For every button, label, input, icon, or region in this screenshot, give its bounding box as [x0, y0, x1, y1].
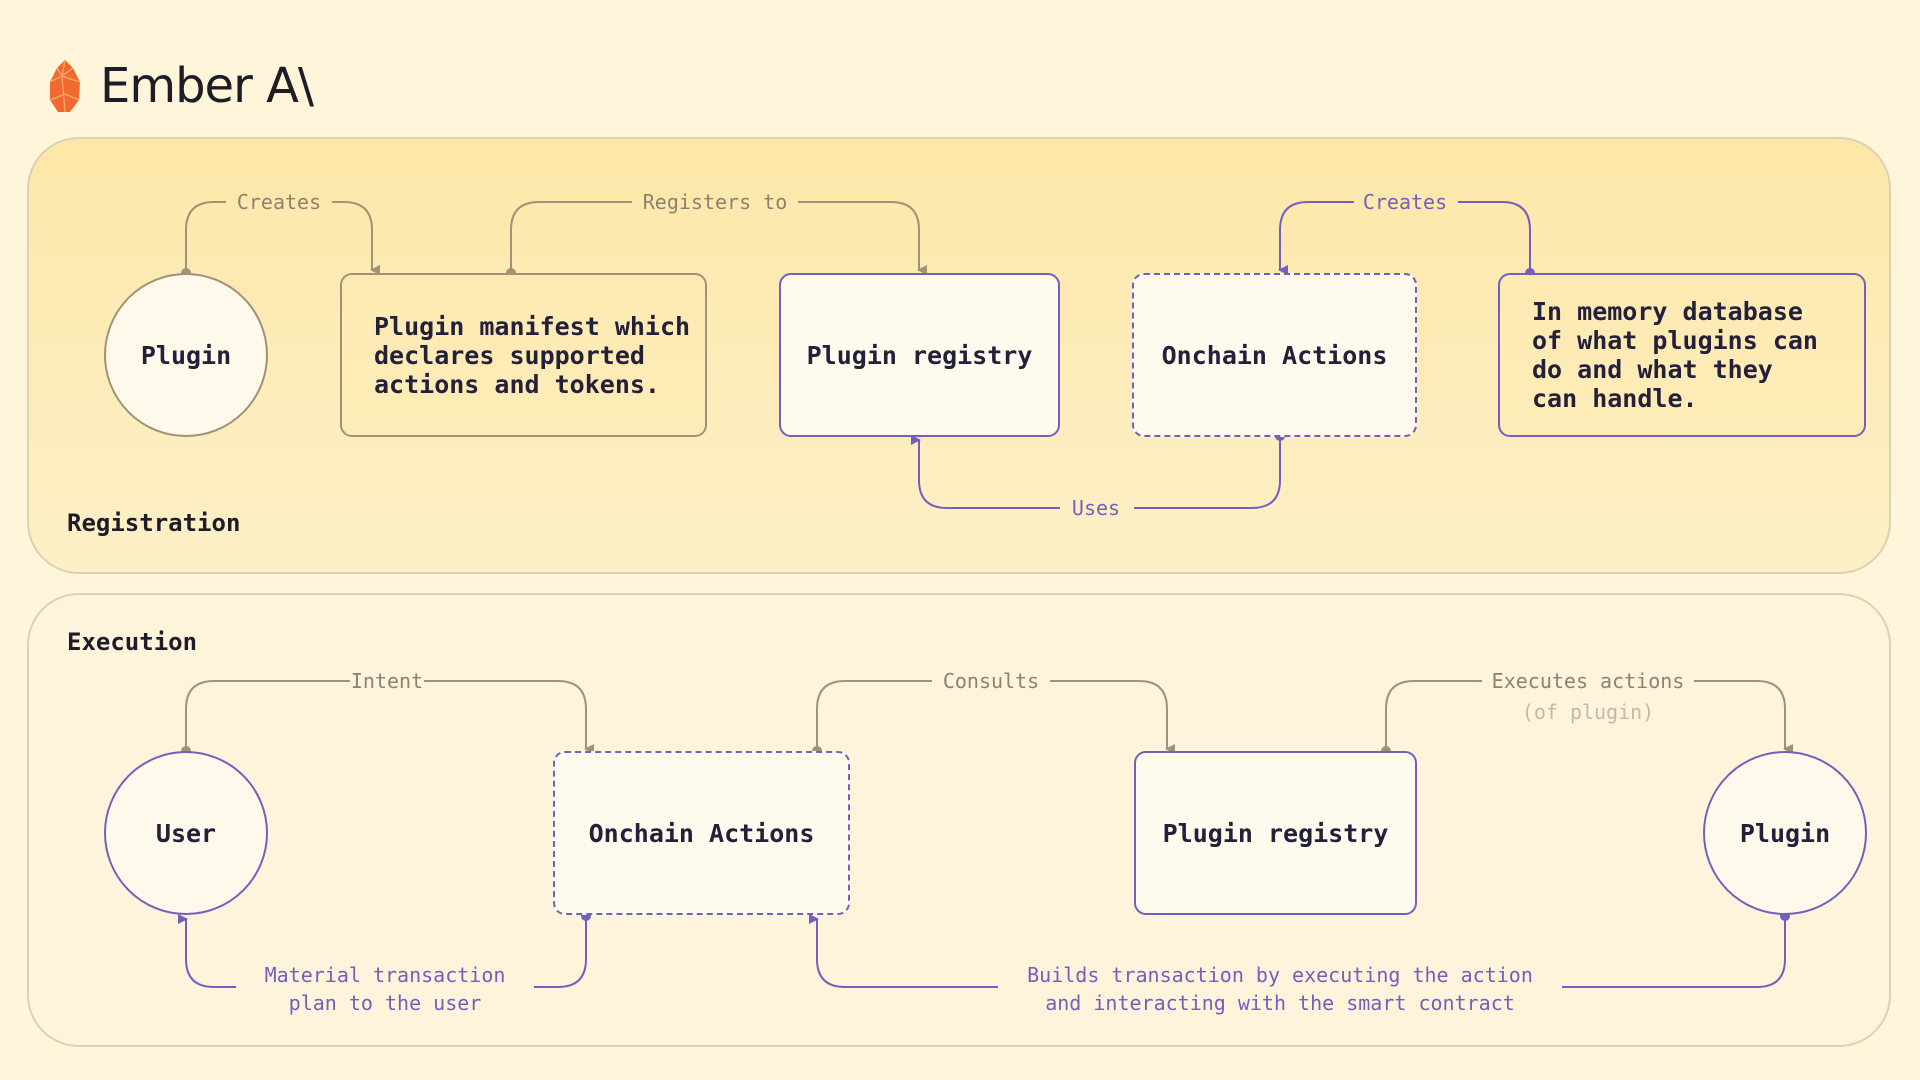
node-label: Plugin [140, 340, 232, 370]
node-label: Onchain Actions [1161, 340, 1388, 370]
brand: Ember A\ [48, 52, 314, 120]
edge-label-consults: Consults [942, 669, 1040, 693]
edge-label-builds-transaction: Builds transaction by executing the acti… [1027, 963, 1533, 1015]
brand-name: Ember A\ [100, 58, 314, 114]
edge-intent [185, 680, 586, 751]
edge-label-uses: Uses [1071, 496, 1121, 520]
user-node: User [104, 751, 268, 915]
edge-executes [1385, 680, 1785, 751]
edge-creates-2 [1280, 201, 1531, 273]
node-label: Plugin registry [1162, 818, 1389, 848]
edge-label-intent: Intent [350, 669, 424, 693]
node-label: Onchain Actions [588, 818, 815, 848]
execution-onchain-actions-node: Onchain Actions [553, 751, 850, 915]
execution-plugin-registry-node: Plugin registry [1134, 751, 1417, 915]
node-label: Plugin manifest which declares supported… [374, 311, 691, 399]
edge-material [186, 916, 587, 988]
node-label: In memory database of what plugins can d… [1532, 297, 1818, 413]
edge-label-registers-to: Registers to [642, 190, 788, 214]
registration-onchain-actions-node: Onchain Actions [1132, 273, 1417, 437]
edge-consults [816, 680, 1167, 751]
edge-label-creates: Creates [236, 190, 322, 214]
section-title-registration: Registration [67, 509, 241, 537]
node-label: User [155, 818, 217, 848]
execution-panel [27, 593, 1891, 1047]
edge-label-of-plugin: (of plugin) [1521, 700, 1655, 724]
edge-label-material-transaction: Material transaction plan to the user [264, 963, 506, 1015]
plugin-manifest-node: Plugin manifest which declares supported… [340, 273, 707, 437]
edge-label-executes-actions: Executes actions [1491, 669, 1685, 693]
edge-builds [817, 916, 1786, 988]
node-label: Plugin [1739, 818, 1831, 848]
registration-plugin-node: Plugin [104, 273, 268, 437]
flame-crystal-icon [49, 59, 81, 113]
section-title-execution: Execution [67, 628, 198, 656]
node-label: Plugin registry [806, 340, 1033, 370]
registration-plugin-registry-node: Plugin registry [779, 273, 1060, 437]
execution-plugin-node: Plugin [1703, 751, 1867, 915]
edge-creates-1 [185, 201, 372, 273]
edge-registers-to [510, 201, 919, 273]
edge-label-creates: Creates [1362, 190, 1448, 214]
edge-uses [919, 436, 1281, 509]
memory-database-node: In memory database of what plugins can d… [1498, 273, 1866, 437]
